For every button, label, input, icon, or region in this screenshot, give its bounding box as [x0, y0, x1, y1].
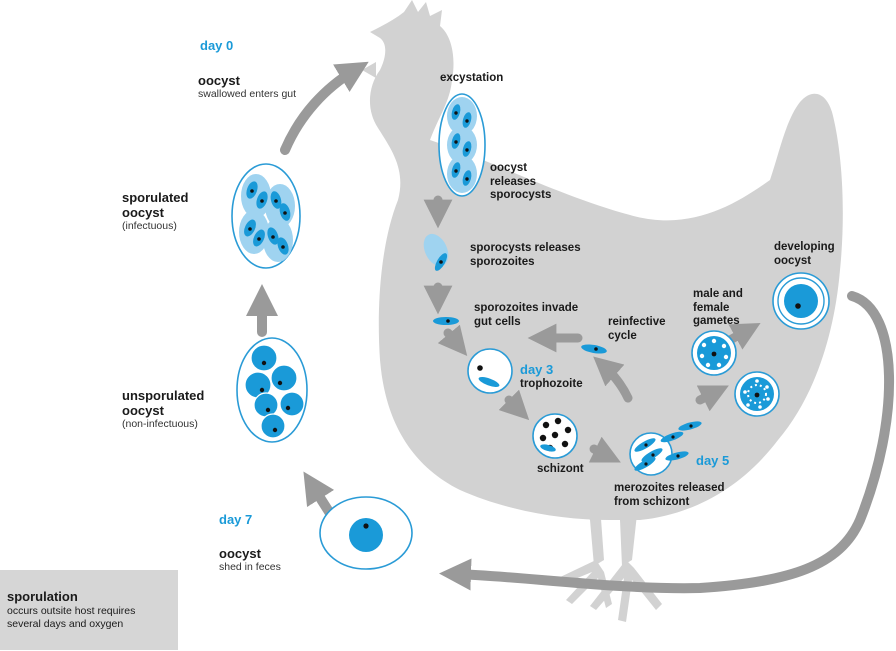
merozoites-line-1: merozoites released — [614, 482, 725, 494]
oocyst-releases-line-1: oocyst — [490, 162, 528, 174]
schizont-illustration — [532, 413, 578, 459]
reinfective-merozoite-illustration — [581, 344, 607, 354]
oocyst-shed-title: oocyst — [219, 546, 261, 561]
sporulation-line-2: several days and oxygen — [7, 618, 124, 630]
developing-line-2: oocyst — [774, 254, 812, 267]
oocyst-releases-line-3: sporocysts — [490, 189, 552, 201]
sporocysts-releases-label: sporocysts releases sporozoites — [470, 242, 581, 269]
oocyst-ingested-title: oocyst — [198, 73, 240, 88]
gametes-line-3: gametes — [693, 315, 740, 327]
sporocysts-releases-line-1: sporocysts releases — [470, 242, 581, 254]
oocyst-ingested-note: swallowed enters gut — [198, 88, 297, 100]
unsporulated-title-2: oocyst — [122, 403, 164, 418]
hen-silhouette — [362, 0, 843, 622]
sporulated-oocyst-illustration — [231, 163, 301, 269]
male-gamete-illustration — [691, 330, 737, 376]
oocyst-shed-label: oocyst shed in feces — [219, 546, 281, 574]
schizont-label: schizont — [537, 463, 584, 475]
female-gamete-illustration — [734, 371, 780, 417]
sporulated-title-1: sporulated — [122, 190, 189, 205]
oocyst-releases-label: oocyst releases sporocysts — [490, 162, 551, 203]
merozoites-line-2: from schizont — [614, 495, 690, 508]
unsporulated-note: (non-infectuous) — [122, 418, 198, 430]
sporulated-title-2: oocyst — [122, 205, 164, 220]
reinfective-cycle-label: reinfective cycle — [608, 316, 666, 343]
trophozoite-label: trophozoite — [520, 378, 583, 390]
unsporulated-oocyst-illustration — [236, 337, 308, 443]
sporocysts-releases-line-2: sporozoites — [470, 255, 535, 268]
sporozoites-invade-label: sporozoites invade gut cells — [474, 302, 578, 329]
oocyst-shed-illustration — [319, 496, 413, 570]
gametes-line-1: male and — [693, 288, 743, 300]
gametes-line-2: female — [693, 301, 730, 314]
developing-oocyst-illustration — [772, 272, 830, 330]
day-3-label: day 3 — [520, 362, 554, 377]
excystation-illustration — [438, 93, 486, 197]
developing-line-1: developing — [774, 241, 835, 253]
unsporulated-oocyst-label: unsporulated oocyst (non-infectuous) — [122, 388, 204, 431]
developing-oocyst-label: developing oocyst — [774, 241, 835, 268]
sporulated-oocyst-label: sporulated oocyst (infectuous) — [122, 190, 188, 233]
reinfective-line-1: reinfective — [608, 316, 666, 328]
sporulation-note-box: sporulation occurs outsite host requires… — [0, 570, 178, 650]
day-0-label: day 0 — [200, 38, 234, 53]
sporocyst-illustration — [423, 233, 449, 271]
day-7-label: day 7 — [219, 512, 253, 527]
trophozoite-illustration — [467, 348, 513, 394]
internal-cycle-arrows — [423, 195, 761, 463]
sporozoite-illustration — [433, 317, 459, 325]
sporozoites-invade-line-2: gut cells — [474, 315, 521, 328]
sporulation-line-1: occurs outsite host requires — [7, 605, 136, 617]
oocyst-releases-line-2: releases — [490, 175, 537, 188]
gametes-label: male and female gametes — [693, 288, 743, 329]
unsporulated-title-1: unsporulated — [122, 388, 205, 403]
reinfective-line-2: cycle — [608, 329, 637, 342]
excystation-label: excystation — [440, 72, 504, 84]
merozoites-released-label: merozoites released from schizont — [614, 482, 725, 509]
day-5-label: day 5 — [696, 453, 730, 468]
sporulated-note: (infectuous) — [122, 220, 177, 232]
oocyst-shed-note: shed in feces — [219, 561, 281, 573]
sporulation-title: sporulation — [7, 589, 78, 604]
sporozoites-invade-line-1: sporozoites invade — [474, 302, 579, 314]
merozoites-illustration — [629, 421, 702, 476]
oocyst-ingested-label: oocyst swallowed enters gut — [198, 73, 296, 101]
